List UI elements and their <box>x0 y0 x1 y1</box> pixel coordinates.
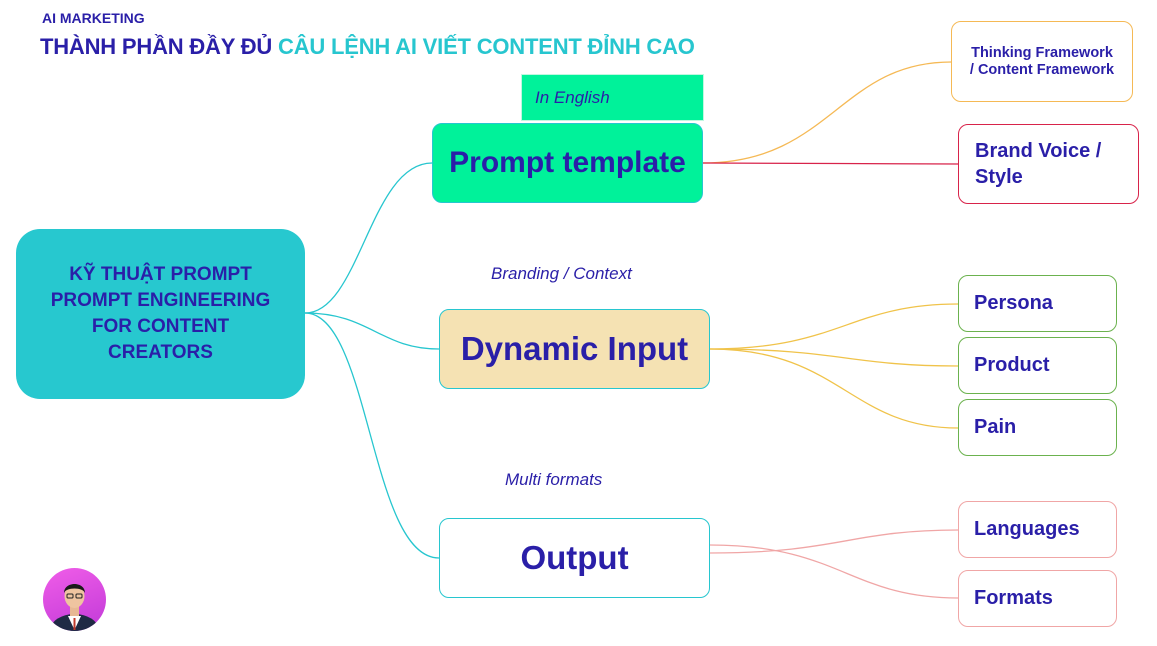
link-root-output <box>304 312 440 559</box>
presenter-avatar-icon <box>43 568 106 631</box>
root-line-2: PROMPT ENGINEERING <box>50 290 271 311</box>
output-node[interactable]: Output <box>439 518 710 598</box>
eyebrow-label: AI MARKETING <box>42 10 145 26</box>
root-node[interactable]: KỸ THUẬT PROMPT PROMPT ENGINEERING FOR C… <box>16 229 305 399</box>
brand-voice-node[interactable]: Brand Voice / Style <box>958 124 1139 204</box>
link-output-formats <box>709 544 959 599</box>
languages-node[interactable]: Languages <box>958 501 1117 558</box>
title-part-1: THÀNH PHẦN ĐẦY ĐỦ <box>40 34 273 59</box>
multi-formats-note: Multi formats <box>505 470 603 489</box>
branding-context-note: Branding / Context <box>491 264 632 283</box>
link-dynamic-pain <box>709 348 959 429</box>
root-line-1: KỸ THUẬT PROMPT <box>69 264 252 285</box>
link-output-languages <box>709 529 959 554</box>
product-node[interactable]: Product <box>958 337 1117 394</box>
link-dynamic-persona <box>709 303 959 350</box>
prompt-template-node[interactable]: Prompt template <box>432 123 703 203</box>
pain-node[interactable]: Pain <box>958 399 1117 456</box>
page-title: THÀNH PHẦN ĐẦY ĐỦ CÂU LỆNH AI VIẾT CONTE… <box>40 34 695 60</box>
brand-line-2: Style <box>975 166 1023 188</box>
brand-line-1: Brand Voice / <box>975 140 1102 162</box>
link-root-dynamic <box>304 312 440 350</box>
root-line-3: FOR CONTENT <box>91 316 230 337</box>
dynamic-input-node[interactable]: Dynamic Input <box>439 309 710 389</box>
in-english-tag: In English <box>521 74 704 121</box>
link-prompt-thinking <box>702 61 952 164</box>
title-part-2: CÂU LỆNH AI VIẾT CONTENT ĐỈNH CAO <box>278 34 695 59</box>
root-line-4: CREATORS <box>108 342 213 363</box>
thinking-line-2: / Content Framework <box>969 61 1115 78</box>
link-root-prompt <box>304 162 433 314</box>
link-prompt-brand <box>702 162 959 165</box>
persona-node[interactable]: Persona <box>958 275 1117 332</box>
thinking-framework-node[interactable]: Thinking Framework / Content Framework <box>951 21 1133 102</box>
formats-node[interactable]: Formats <box>958 570 1117 627</box>
thinking-line-1: Thinking Framework <box>971 44 1113 61</box>
link-dynamic-product <box>709 348 959 367</box>
